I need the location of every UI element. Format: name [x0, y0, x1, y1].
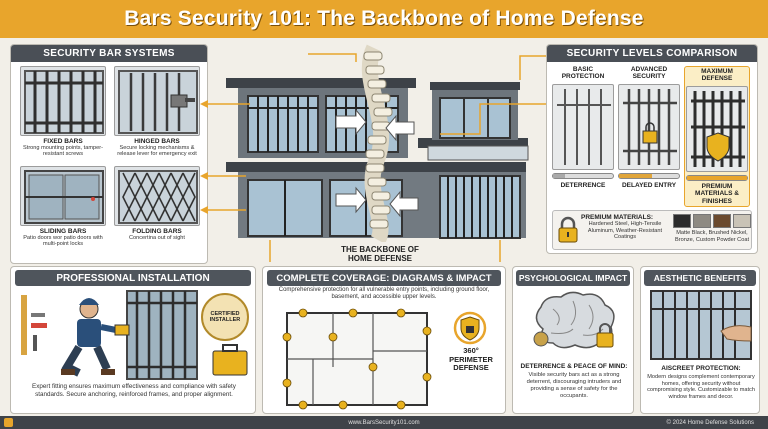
installation-panel: PROFESSIONAL INSTALLATION CERTIFIED INST…: [10, 266, 256, 414]
installation-desc: Expert fitting ensures maximum effective…: [32, 383, 236, 398]
modern-window-image: [650, 290, 752, 360]
finish-swatch: [673, 214, 691, 228]
fixed-bars-desc: Strong mounting points, tamper-resistant…: [23, 145, 103, 158]
level-advanced-label: DELAYED ENTRY: [621, 182, 677, 189]
psych-header: PSYCHOLOGICAL IMPACT: [516, 270, 630, 286]
materials-title: PREMIUM MATERIALS:: [581, 214, 654, 221]
center-caption-line2: HOME DEFENSE: [347, 253, 412, 263]
aesthetic-panel: AESTHETIC BENEFITS AISCREET PROTECTION: …: [640, 266, 760, 414]
aesthetic-header: AESTHETIC BENEFITS: [644, 270, 756, 286]
installation-header: PROFESSIONAL INSTALLATION: [15, 270, 251, 286]
footer-logo-icon: [4, 418, 13, 427]
level-maximum-image: [686, 86, 748, 172]
materials-text: PREMIUM MATERIALS: Hardened Steel, High-…: [581, 214, 669, 241]
perimeter-line1: PERIMETER: [449, 354, 493, 364]
house-illustration: [218, 42, 536, 242]
finish-swatch: [713, 214, 731, 228]
finish-swatch: [733, 214, 751, 228]
materials-strip: PREMIUM MATERIALS: Hardened Steel, High-…: [552, 210, 752, 250]
level-basic-title: BASIC PROTECTION: [561, 66, 605, 81]
psych-subtitle: DETERRENCE & PEACE OF MIND:: [520, 363, 628, 370]
hinged-bars-tile: HINGED BARS Secure locking mechanisms & …: [114, 66, 200, 158]
hinged-bars-desc: Secure locking mechanisms & release leve…: [117, 145, 197, 158]
level-advanced-title: ADVANCED SECURITY: [630, 66, 668, 81]
coverage-panel: COMPLETE COVERAGE: DIAGRAMS & IMPACT Com…: [262, 266, 506, 414]
hinged-bars-title: HINGED BARS: [134, 138, 180, 145]
badge-line1: CERTIFIED: [210, 311, 240, 317]
perimeter-value: 360°: [463, 346, 479, 355]
badge-line2: INSTALLER: [209, 317, 241, 323]
footer: www.BarsSecurity101.com © 2024 Home Defe…: [0, 416, 768, 429]
finishes-desc: Matte Black, Brushed Nickel, Bronze, Cus…: [675, 230, 749, 243]
sliding-bars-tile: SLIDING BARS Patio doors wor patio doors…: [20, 166, 106, 248]
materials-desc: Hardened Steel, High-Tensile Aluminum, W…: [587, 221, 663, 241]
level-advanced-image: [618, 84, 680, 170]
psych-panel: PSYCHOLOGICAL IMPACT DETERRENCE & PEACE …: [512, 266, 634, 414]
finishes-block: Matte Black, Brushed Nickel, Bronze, Cus…: [673, 214, 751, 243]
finish-swatches: [673, 214, 751, 228]
finish-swatch: [693, 214, 711, 228]
coverage-header: COMPLETE COVERAGE: DIAGRAMS & IMPACT: [267, 270, 501, 286]
security-bar-systems-header: SECURITY BAR SYSTEMS: [11, 45, 207, 62]
floor-plan-diagram: [282, 308, 432, 410]
center-caption-line1: THE BACKBONE OF: [341, 245, 419, 254]
level-advanced-bar: [618, 173, 680, 179]
level-basic: BASIC PROTECTION DETERRENCE: [552, 66, 614, 189]
padlock-icon: [558, 216, 578, 243]
footer-copyright: © 2024 Home Defense Solutions: [666, 419, 754, 426]
folding-bars-image: [114, 166, 200, 226]
level-maximum-title: MAXIMUM DEFENSE: [701, 68, 733, 83]
hinged-bars-image: [114, 66, 200, 136]
folding-bars-title: FOLDING BARS: [132, 228, 182, 235]
brain-icon: [533, 291, 615, 349]
fixed-bars-tile: FIXED BARS Strong mounting points, tampe…: [20, 66, 106, 158]
level-basic-bar: [552, 173, 614, 179]
level-advanced: ADVANCED SECURITY DELAYED ENTRY: [618, 66, 680, 189]
sliding-bars-desc: Patio doors wor patio doors with multi-p…: [23, 235, 103, 248]
coverage-desc: Comprehensive protection for all vulnera…: [278, 287, 490, 301]
center-caption: THE BACKBONE OF HOME DEFENSE: [320, 245, 440, 264]
footer-url[interactable]: www.BarsSecurity101.com: [348, 419, 420, 426]
certified-installer-badge: CERTIFIED INSTALLER: [201, 293, 249, 341]
installer-illustration: [21, 290, 248, 380]
level-maximum-label: PREMIUM MATERIALS & FINISHES: [695, 183, 739, 205]
folding-bars-tile: FOLDING BARS Concertina out of sight: [114, 166, 200, 241]
aesthetic-subtitle: AISCREET PROTECTION:: [661, 365, 741, 372]
level-maximum-bar: [686, 175, 748, 181]
perimeter-badge: 360° PERIMETER DEFENSE: [443, 346, 499, 373]
perimeter-line2: DEFENSE: [453, 363, 489, 373]
folding-bars-desc: Concertina out of sight: [129, 235, 185, 241]
shield-lock-icon: [453, 311, 487, 345]
security-levels-header: SECURITY LEVELS COMPARISON: [547, 45, 757, 62]
sliding-bars-title: SLIDING BARS: [39, 228, 87, 235]
level-basic-label: DETERRENCE: [560, 182, 606, 189]
page-title: Bars Security 101: The Backbone of Home …: [124, 7, 644, 30]
fixed-bars-image: [20, 66, 106, 136]
level-maximum: MAXIMUM DEFENSE PREMIUM MATERIALS & FINI…: [684, 66, 750, 208]
aesthetic-desc: Modern designs complement contemporary h…: [647, 374, 755, 401]
title-banner: Bars Security 101: The Backbone of Home …: [0, 0, 768, 38]
sliding-bars-image: [20, 166, 106, 226]
fixed-bars-title: FIXED BARS: [43, 138, 83, 145]
psych-desc: Visible security bars act as a strong de…: [526, 372, 622, 399]
level-basic-image: [552, 84, 614, 170]
